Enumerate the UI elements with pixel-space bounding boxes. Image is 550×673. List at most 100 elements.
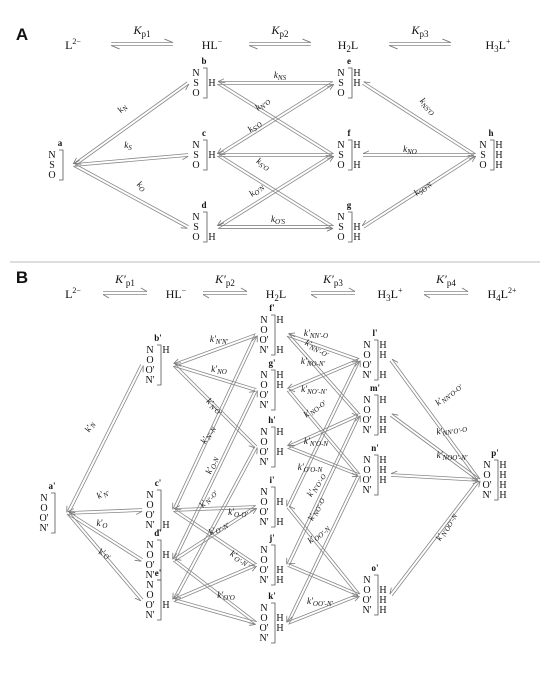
panel-a-node-h-label: h — [488, 128, 493, 138]
panel-a-rate-12: kSO'N — [412, 178, 434, 199]
panel-b-rate-17: k'NO'-N' — [301, 384, 327, 396]
panel-b-node-ip-h-1: H — [276, 497, 283, 508]
panel-b-node-lp-atom-1: O — [363, 350, 370, 361]
panel-b-equilibrium-2 — [310, 287, 356, 299]
panel-b-equilibrium-1 — [202, 287, 248, 299]
panel-a-node-c-h-1: H — [208, 150, 215, 161]
panel-b-node-pp-label: p' — [491, 448, 499, 458]
panel-b-node-ip-atom-1: O — [260, 497, 267, 508]
panel-b-rate-5: k'NO — [211, 364, 227, 376]
panel-a-node-f-atom-2: O — [337, 160, 344, 171]
panel-b-equilibrium-0 — [102, 287, 148, 299]
panel-b-node-pp-h-1: H — [499, 470, 506, 481]
panel-b-node-ap-label: a' — [48, 481, 55, 491]
panel-a-node-g-atom-1: S — [338, 222, 344, 233]
panel-a-species-3: H3L+ — [485, 37, 511, 54]
panel-b-node-op-h-3: H — [379, 605, 386, 616]
panel-b-rate-12: k'O'-N — [228, 548, 251, 568]
panel-b-rate-27: k'NOO'-N' — [437, 450, 468, 462]
panel-a-constant-0: Kp1 — [132, 23, 150, 39]
panel-b-link-bp-hp — [172, 363, 258, 449]
panel-b-link-ep-kp — [173, 597, 257, 626]
panel-b-constant-2: K′p3 — [322, 272, 343, 288]
panel-b-node-bp-atom-1: O — [146, 355, 153, 366]
panel-a-node-b-atom-2: O — [192, 88, 199, 99]
panel-b-species-0: L2− — [65, 286, 81, 301]
panel-b-node-gp-h-1: H — [276, 380, 283, 391]
reaction-links — [66, 78, 481, 626]
panel-b-node-hp-label: h' — [268, 415, 276, 425]
panel-b-rate-2: k'O — [97, 518, 108, 530]
panel-b-node-bp-atom-2: O' — [145, 365, 154, 376]
panel-a-node-e-atom-1: S — [338, 78, 344, 89]
panel-b-node-op-h-2: H — [379, 595, 386, 606]
panel-b-species-4: H4L2+ — [487, 286, 517, 303]
panel-b-node-ip-atom-2: O' — [259, 507, 268, 518]
panel-a-link-f-h — [362, 150, 476, 160]
panel-b-rate-26: k'NN'O'-O — [435, 421, 467, 438]
panel-b-rate-16: k'NO-N' — [301, 356, 326, 368]
panel-b-node-pp-atom-0: N — [483, 460, 490, 471]
panel-b-node-hp-atom-2: O' — [259, 447, 268, 458]
panel-a-node-f-h-2: H — [353, 160, 360, 171]
panel-a-equilibrium-1 — [248, 38, 312, 50]
panel-b-node-kp-atom-3: N' — [259, 633, 268, 644]
panel-b-rate-25: k'NN'O-O' — [433, 380, 465, 409]
panel-b-node-ip-label: i' — [269, 475, 274, 485]
panel-b-constant-3: K′p4 — [435, 272, 456, 288]
panel-b-link-ep-jp — [173, 563, 257, 602]
panel-b-node-ap-atom-0: N — [40, 493, 47, 504]
panel-a-rate-9: kO'S — [271, 214, 286, 226]
panel-b-rate-11: k'O-O' — [228, 507, 248, 519]
panel-b-node-ep-atom-0: N — [146, 580, 153, 591]
panel-b-node-jp-label: j' — [268, 533, 275, 543]
panel-b-constant-1: K′p2 — [214, 272, 235, 288]
panel-b-node-dp-atom-1: O — [146, 550, 153, 561]
panel-b-node-cp-label: c' — [155, 478, 162, 488]
panel-b-node-fp-atom-1: O — [260, 325, 267, 336]
panel-b-node-lp: l'NOO'N'HHH — [362, 328, 386, 381]
panel-b-node-cp-atom-2: O' — [145, 510, 154, 521]
panel-b-node-jp-h-2: H — [276, 565, 283, 576]
panel-a-link-c-g — [217, 153, 334, 229]
panel-a-node-e-h-0: H — [353, 68, 360, 79]
panel-b-link-kp-np — [286, 474, 361, 624]
panel-b-node-gp-atom-3: N' — [259, 400, 268, 411]
panel-b-node-dp-h-1: H — [162, 550, 169, 561]
panel-b-node-fp-atom-0: N — [260, 315, 267, 326]
panel-b-node-bp-label: b' — [154, 333, 162, 343]
panel-a-rate-4: kN'O — [253, 95, 272, 114]
panel-b-node-mp: m'NOO'N'HHH — [362, 383, 386, 436]
panel-b-node-ap-atom-2: O' — [39, 513, 48, 524]
panel-b-node-kp-atom-1: O — [260, 613, 267, 624]
panel-a-rate-8: kNO — [403, 144, 417, 156]
panel-b-node-pp-h-2: H — [499, 480, 506, 491]
panel-a-link-a-c — [73, 153, 189, 167]
panel-b-rate-28: k'N'OO'-N — [433, 510, 459, 543]
panel-b-node-jp: j'NOO'N'HH — [259, 533, 283, 586]
panel-a-rate-3: kNS — [274, 70, 287, 82]
panel-a-node-e-atom-0: N — [337, 68, 344, 79]
panel-a-rate-1: kS — [124, 140, 132, 152]
panel-b-node-fp-atom-3: N' — [259, 345, 268, 356]
panel-b-link-dp-gp — [172, 389, 258, 561]
panel-a-node-h-atom-1: S — [480, 150, 486, 161]
panel-b-rate-19: k'N'O-N — [304, 436, 328, 448]
panel-a-link-b-e — [217, 78, 334, 88]
panel-b-node-hp-atom-0: N — [260, 427, 267, 438]
panel-b-link-dp-ip — [172, 505, 258, 562]
panel-b-rate-20: k'O'O-N — [298, 462, 323, 474]
panel-a-node-b-label: b — [201, 56, 206, 66]
panel-a-equilibrium-2 — [388, 38, 452, 50]
panel-a-link-g-h — [361, 153, 477, 229]
panel-a-link-b-f — [217, 81, 334, 157]
panel-b-node-ip-atom-3: N' — [259, 517, 268, 528]
panel-b-rate-13: k'O'O — [217, 590, 235, 602]
panel-b-node-mp-atom-1: O — [363, 405, 370, 416]
panel-b-node-gp-label: g' — [268, 358, 275, 368]
panel-b-node-op-h-1: H — [379, 585, 386, 596]
panel-a-label: A — [16, 25, 28, 44]
panel-a-node-d-atom-1: S — [193, 222, 199, 233]
